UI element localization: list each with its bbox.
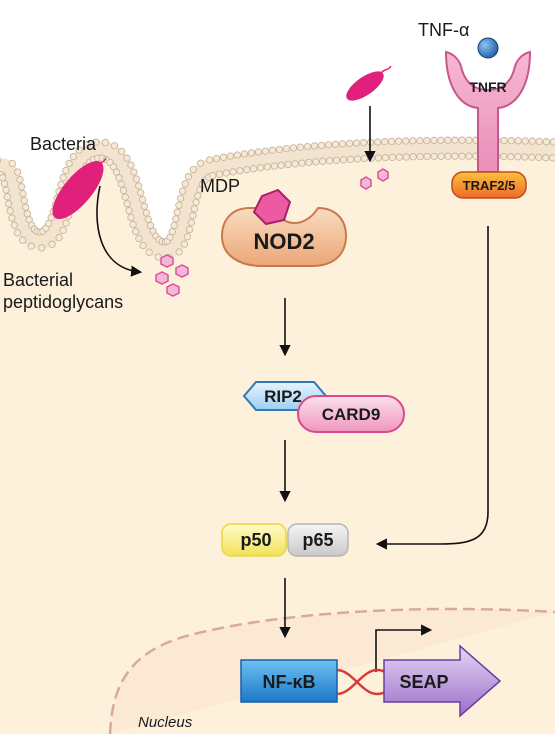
traf-signal-arrow (375, 226, 489, 550)
seap-label: SEAP (399, 672, 448, 692)
nfkb-label: NF-κB (262, 672, 315, 692)
nod2-protein (220, 206, 348, 267)
traf-label: TRAF2/5 (463, 178, 516, 193)
p65-label: p65 (302, 530, 333, 550)
p50-protein (221, 523, 287, 557)
tnfr-label: TNFR (469, 79, 506, 95)
nfkb-response-element (240, 659, 338, 703)
nucleus-label: Nucleus (138, 714, 193, 731)
mdp-label: MDP (200, 176, 240, 196)
transcription-arrow (375, 624, 433, 672)
uptake-arrow (96, 185, 143, 277)
cytoplasm (0, 150, 555, 734)
p50-label: p50 (240, 530, 271, 550)
peptidoglycan-cluster-left (155, 254, 189, 297)
peptidoglycan-cluster-top (360, 168, 389, 190)
tnf-alpha-ligand-icon (477, 37, 499, 59)
tnfr-receptor (444, 50, 532, 173)
nod2-label: NOD2 (253, 229, 314, 254)
card9-label: CARD9 (322, 405, 381, 424)
rip2-label: RIP2 (264, 387, 302, 406)
traf-box (451, 171, 527, 199)
bacterial-label-line1: Bacterial (3, 270, 73, 290)
bacterium-icon (52, 157, 107, 220)
tnf-alpha-label: TNF-α (418, 20, 469, 40)
bacterium-top-icon (346, 65, 392, 101)
seap-reporter-gene (383, 644, 502, 718)
mdp-molecule-icon (252, 188, 292, 226)
bacteria-label: Bacteria (30, 134, 97, 154)
p65-protein (287, 523, 349, 557)
bacterial-label-line2: peptidoglycans (3, 292, 123, 312)
card9-protein (297, 395, 405, 433)
